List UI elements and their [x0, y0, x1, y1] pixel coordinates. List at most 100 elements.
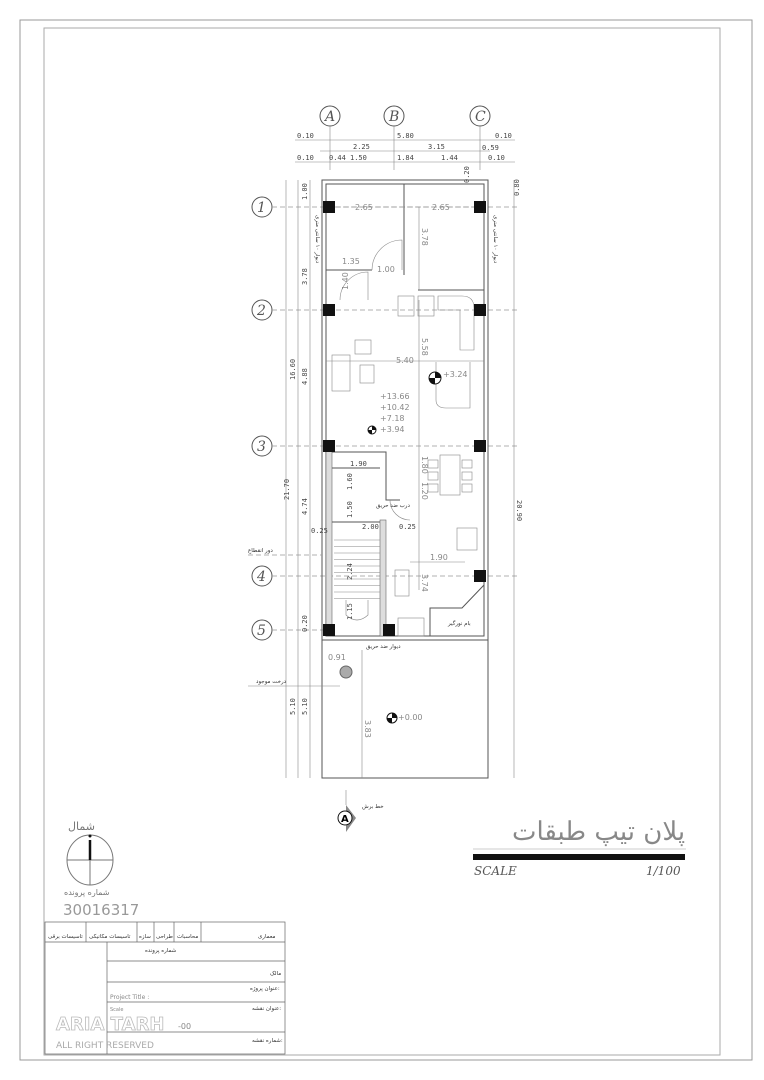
dim: 1.50 [350, 154, 367, 162]
interior-dimensions: 2.65 2.65 3.78 1.00 1.40 1.35 5.40 5.58 … [311, 203, 484, 778]
grid-label-5: 5 [257, 623, 266, 639]
dim: 2.24 [346, 563, 354, 580]
dim: 0.10 [297, 154, 314, 162]
dim: 2.25 [353, 143, 370, 151]
dim: 2.00 [362, 523, 379, 531]
dim: 1.20 [420, 482, 429, 500]
dim: 3.78 [420, 228, 429, 246]
wall-note: دیوار ۱۰ سانتی متری [492, 215, 498, 264]
scale-value: 1/100 [646, 864, 681, 878]
tb-cell: محاسبات [177, 934, 198, 940]
dim: 5.40 [396, 356, 414, 365]
dim: 5.10 [301, 698, 309, 715]
dim: 0.25 [399, 523, 416, 531]
staircase [334, 539, 380, 621]
level-label: +3.94 [380, 425, 405, 434]
dim: 3.83 [363, 720, 372, 738]
tb-sheet-code: -00 [178, 1022, 191, 1031]
furniture [331, 295, 478, 637]
level-markers: +13.66 +10.42 +7.18 +3.94 +3.24 +0.00 [367, 370, 468, 724]
dim: 1.44 [441, 154, 458, 162]
tb-file-no: شماره پرونده [145, 948, 177, 954]
scale-label: SCALE [474, 864, 517, 878]
dim: 1.60 [346, 473, 354, 490]
grid-columns: A B C [319, 105, 491, 170]
left-dimensions: 21.70 16.60 5.10 1.00 3.78 4.88 4.74 0.2… [283, 180, 523, 778]
north-arrow: شمال شماره پرونده 30016317 [63, 820, 139, 919]
level-label: +3.24 [443, 370, 468, 379]
tb-cell: سازه [139, 934, 151, 940]
dim: 4.88 [301, 368, 309, 385]
dim: 1.80 [420, 456, 429, 474]
section-marker: A [337, 790, 356, 832]
dim: 5.80 [397, 132, 414, 140]
level-label: +0.00 [398, 713, 423, 722]
north-label: شمال [68, 820, 95, 833]
fire-door-label: درب ضد حریق [376, 503, 410, 509]
level-label: +7.18 [380, 414, 405, 423]
fire-wall-label: دیوار ضد حریق [366, 644, 401, 650]
permit-label: شماره پرونده [64, 888, 110, 897]
dim: 0.59 [482, 144, 499, 152]
dim: 1.00 [301, 183, 309, 200]
grid-label-4: 4 [256, 569, 266, 585]
dim: 3.15 [428, 143, 445, 151]
wall-note: دیوار ۱۰ سانتی متری [314, 215, 320, 264]
stair-landing [345, 600, 369, 621]
dim: 0.10 [297, 132, 314, 140]
dim: 1.90 [350, 460, 367, 468]
dim: 3.74 [420, 574, 429, 592]
dim: 0.25 [311, 527, 328, 535]
dim: 5.58 [420, 338, 429, 356]
dim: 21.70 [283, 479, 291, 500]
grid-label-2: 2 [256, 303, 266, 319]
dim: 0.20 [301, 615, 309, 632]
dim: 1.35 [342, 257, 360, 266]
title-block-text: تاسیسات برقی تاسیسات مکانیکی سازه طراحی … [48, 933, 283, 1051]
grid-label-a: A [323, 109, 335, 125]
dim: 1.90 [430, 553, 448, 562]
grid-label-1: 1 [257, 200, 266, 216]
watermark: ARIA TARH [56, 1014, 164, 1035]
level-label: +13.66 [380, 392, 410, 401]
permit-number: 30016317 [63, 901, 139, 919]
structural-columns [323, 201, 486, 636]
doors [339, 239, 411, 521]
tb-sheet-title: عنوان نقشه: [252, 1006, 281, 1012]
cut-line-label: دور انقطاع [248, 548, 273, 554]
tb-cell: تاسیسات مکانیکی [89, 933, 131, 940]
building-walls [321, 179, 489, 779]
dim: 0.91 [328, 653, 346, 662]
tree-label: درخت موجود [256, 679, 287, 685]
section-label: A [341, 814, 349, 825]
grid-label-c: C [475, 109, 486, 125]
sheet-border-outer [19, 19, 753, 1061]
dim: 1.84 [397, 154, 414, 162]
tb-cell: تاسیسات برقی [48, 934, 83, 940]
dim: 3.78 [301, 268, 309, 285]
dim: 0.20 [463, 166, 471, 183]
tb-project-title-fa: عنوان پروژه: [250, 986, 280, 992]
dim: 0.10 [495, 132, 512, 140]
dim: 16.60 [289, 359, 297, 380]
annotations: دور انقطاع درخت موجود درب ضد حریق دیوار … [248, 215, 498, 810]
dim: 0.44 [329, 154, 346, 162]
tb-scale: Scale [110, 1007, 123, 1013]
dim: 0.80 [513, 179, 521, 196]
dim: 1.15 [346, 603, 354, 620]
dim: 1.00 [377, 265, 395, 274]
tb-cell: معماری [258, 934, 275, 940]
title-block [44, 921, 286, 1055]
title-text: پلان تیپ طبقات [512, 817, 685, 847]
tb-cell: طراحی [156, 934, 173, 940]
section-cut-label: خط برش [362, 804, 384, 810]
rights-text: ALL RIGHT RESERVED [56, 1041, 154, 1051]
drawing-title: پلان تیپ طبقات SCALE 1/100 [473, 817, 686, 878]
dim: 1.50 [346, 501, 354, 518]
tb-sheet-no: شماره نقشه: [252, 1038, 283, 1044]
grid-label-3: 3 [257, 439, 266, 455]
grid-label-b: B [388, 109, 399, 125]
dim: 20.90 [515, 500, 523, 521]
skylight-label: بام نورگیر [447, 620, 471, 627]
